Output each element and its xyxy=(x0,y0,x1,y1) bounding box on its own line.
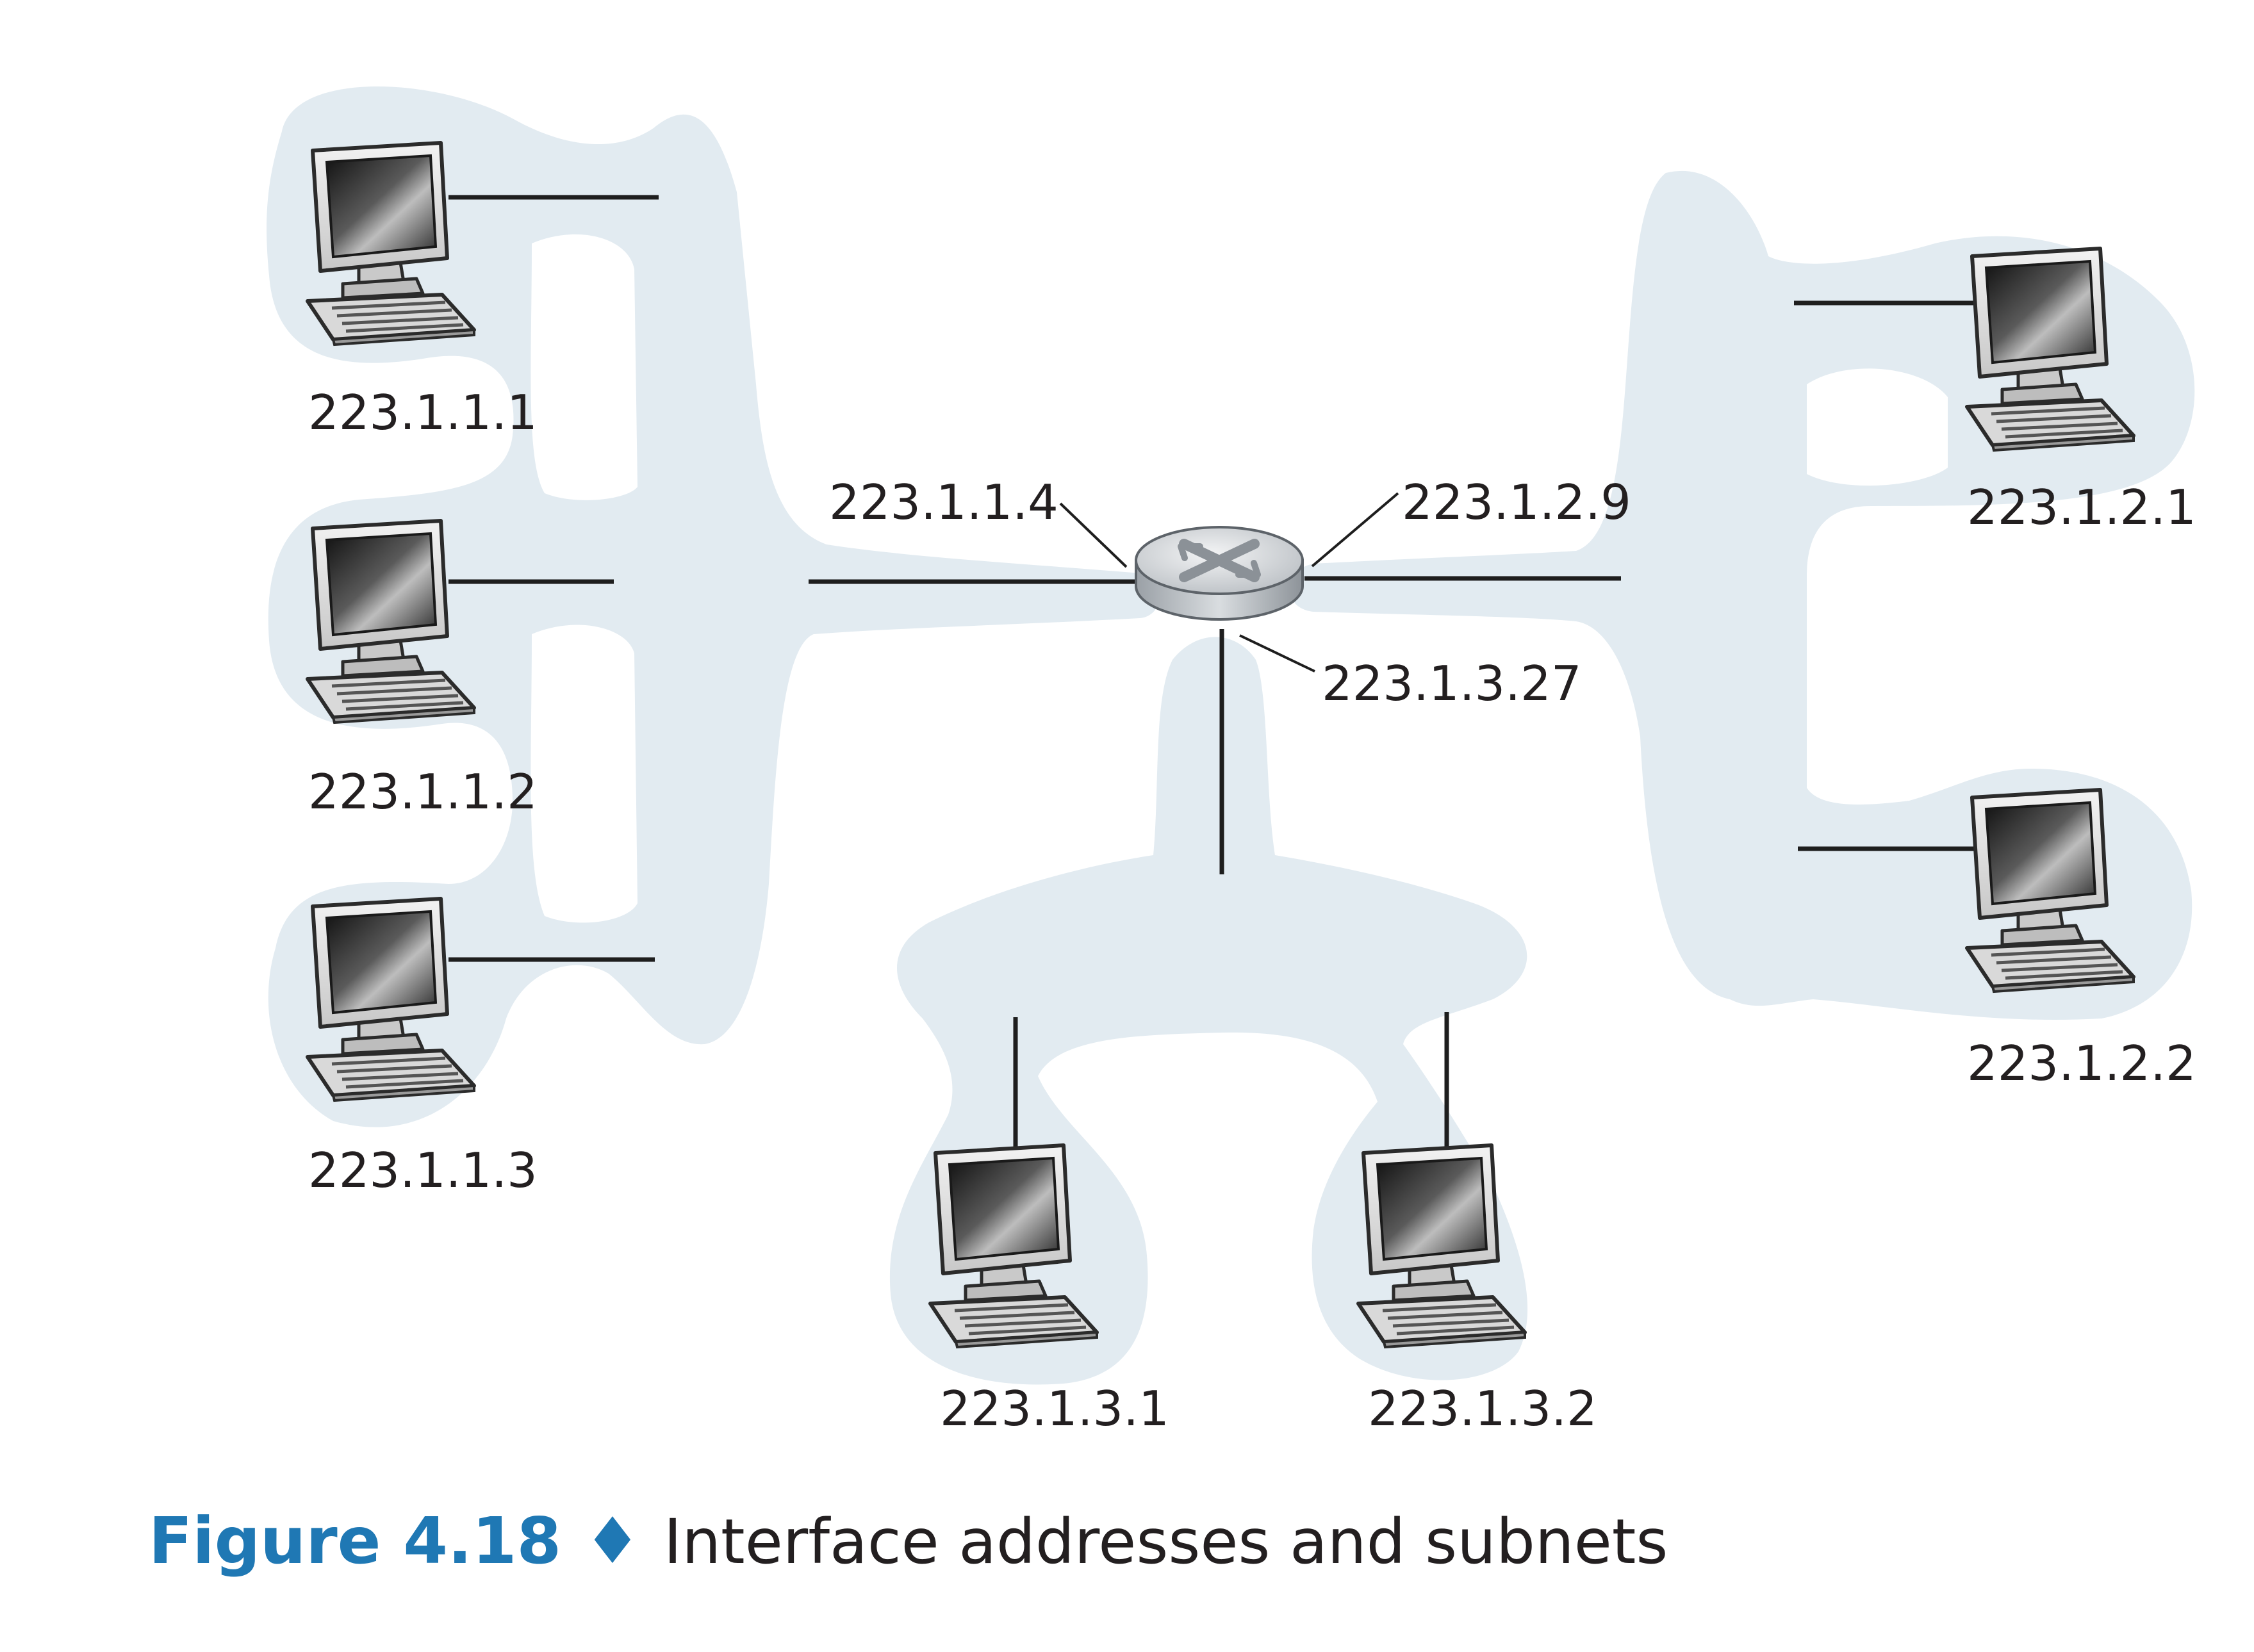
host-address-label: 223.1.1.3 xyxy=(308,1142,538,1198)
subnet-223-1-2-region xyxy=(1289,170,2195,1020)
interface-address-label: 223.1.1.4 xyxy=(829,474,1058,530)
router-icon[interactable] xyxy=(1136,527,1303,619)
host-address-label: 223.1.2.2 xyxy=(1967,1035,2196,1092)
host-address-labels: 223.1.1.1 223.1.1.2 223.1.1.3 223.1.2.1 … xyxy=(308,384,2196,1437)
figure-caption: Figure 4.18 ♦ Interface addresses and su… xyxy=(149,1503,1668,1578)
host-address-label: 223.1.3.1 xyxy=(940,1380,1169,1437)
caption-line: Figure 4.18 ♦ Interface addresses and su… xyxy=(149,1503,1668,1578)
caption-text: Interface addresses and subnets xyxy=(664,1506,1668,1578)
figure-number: Figure 4.18 xyxy=(149,1503,561,1578)
subnet-223-1-1-region xyxy=(267,86,1160,1127)
caption-separator: ♦ xyxy=(584,1503,641,1578)
host-address-label: 223.1.2.1 xyxy=(1967,479,2196,536)
leader-223-1-2-9 xyxy=(1311,492,1399,568)
interface-address-label: 223.1.2.9 xyxy=(1402,474,1631,530)
host-address-label: 223.1.1.1 xyxy=(308,384,538,441)
interface-address-label: 223.1.3.27 xyxy=(1322,655,1582,712)
host-address-label: 223.1.1.2 xyxy=(308,764,538,820)
router-interface-labels: 223.1.1.4 223.1.2.9 223.1.3.27 xyxy=(829,474,1631,712)
host-address-label: 223.1.3.2 xyxy=(1368,1380,1597,1437)
leader-223-1-1-4 xyxy=(1059,502,1128,568)
links xyxy=(448,195,1978,1147)
leader-223-1-3-27 xyxy=(1239,634,1315,673)
label-leaders xyxy=(1059,492,1399,673)
